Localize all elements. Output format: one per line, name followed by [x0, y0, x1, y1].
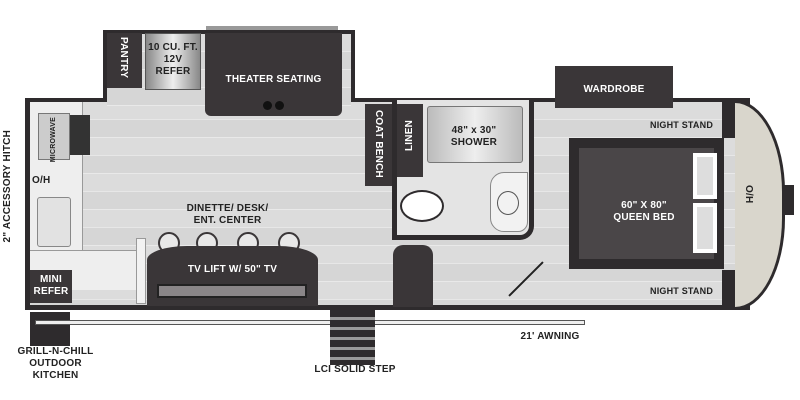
sink-basin — [497, 191, 519, 215]
kitchen-overhead-label: O/H — [32, 175, 51, 186]
coat-bench[interactable]: COAT BENCH — [365, 104, 392, 186]
awning-label: 21' AWNING — [520, 331, 580, 342]
pillow — [693, 153, 717, 199]
hitch-label: 2" ACCESSORY HITCH — [2, 130, 13, 243]
step-label: LCI SOLID STEP — [314, 364, 396, 375]
tv-icon — [157, 284, 307, 298]
pantry[interactable]: PANTRY — [107, 33, 142, 88]
refrigerator[interactable]: 10 CU. FT. 12V REFER — [145, 33, 201, 90]
refer-label: 10 CU. FT. 12V REFER — [148, 42, 198, 77]
queen-bed[interactable]: 60" X 80" QUEEN BED — [569, 138, 724, 269]
front-cap — [735, 100, 785, 310]
grill-label: GRILL-N-CHILL OUTDOOR KITCHEN — [17, 346, 94, 381]
slide-topper — [206, 26, 338, 30]
microwave-label: MICROWAVE — [50, 117, 57, 163]
theater-seating-label: THEATER SEATING — [225, 74, 322, 85]
night-stand-bottom[interactable] — [722, 270, 736, 306]
entry-door[interactable] — [393, 245, 433, 307]
coat-bench-label: COAT BENCH — [373, 110, 384, 178]
linen-label: LINEN — [404, 120, 415, 151]
microwave[interactable]: MICROWAVE — [38, 113, 70, 163]
pantry-label: PANTRY — [118, 37, 129, 79]
shower[interactable]: 48" x 30" SHOWER — [427, 106, 523, 163]
night-stand-top[interactable] — [722, 102, 736, 138]
theater-seating[interactable]: THEATER SEATING — [205, 33, 342, 116]
night-stand-bottom-label: NIGHT STAND — [650, 286, 714, 296]
awning — [35, 320, 585, 325]
tv-lift-cabinet[interactable]: TV LIFT W/ 50" TV — [147, 246, 318, 306]
dinette-label: DINETTE/ DESK/ ENT. CENTER — [186, 203, 269, 226]
front-overhead-label: O/H — [743, 185, 754, 204]
night-stand-top-label: NIGHT STAND — [650, 120, 714, 130]
mini-refer-label: MINI REFER — [33, 274, 69, 297]
queen-bed-label: 60" X 80" QUEEN BED — [613, 200, 675, 223]
linen-closet[interactable]: LINEN — [397, 104, 423, 177]
bath-sink[interactable] — [490, 172, 528, 232]
toilet[interactable] — [400, 190, 444, 222]
counter-end — [136, 238, 146, 304]
tv-lift-label: TV LIFT W/ 50" TV — [187, 264, 278, 275]
wardrobe-label: WARDROBE — [583, 84, 645, 95]
pillow — [693, 203, 717, 253]
kingpin — [782, 185, 794, 215]
shower-label: 48" x 30" SHOWER — [450, 125, 498, 148]
sink[interactable] — [37, 197, 71, 247]
wardrobe[interactable]: WARDROBE — [555, 66, 673, 108]
cupholder-icon — [263, 101, 272, 110]
entry-steps[interactable] — [330, 310, 375, 365]
grill-n-chill-box — [30, 312, 70, 346]
mini-refer[interactable]: MINI REFER — [30, 270, 72, 303]
cupholder-icon — [275, 101, 284, 110]
cooktop[interactable] — [70, 115, 90, 155]
